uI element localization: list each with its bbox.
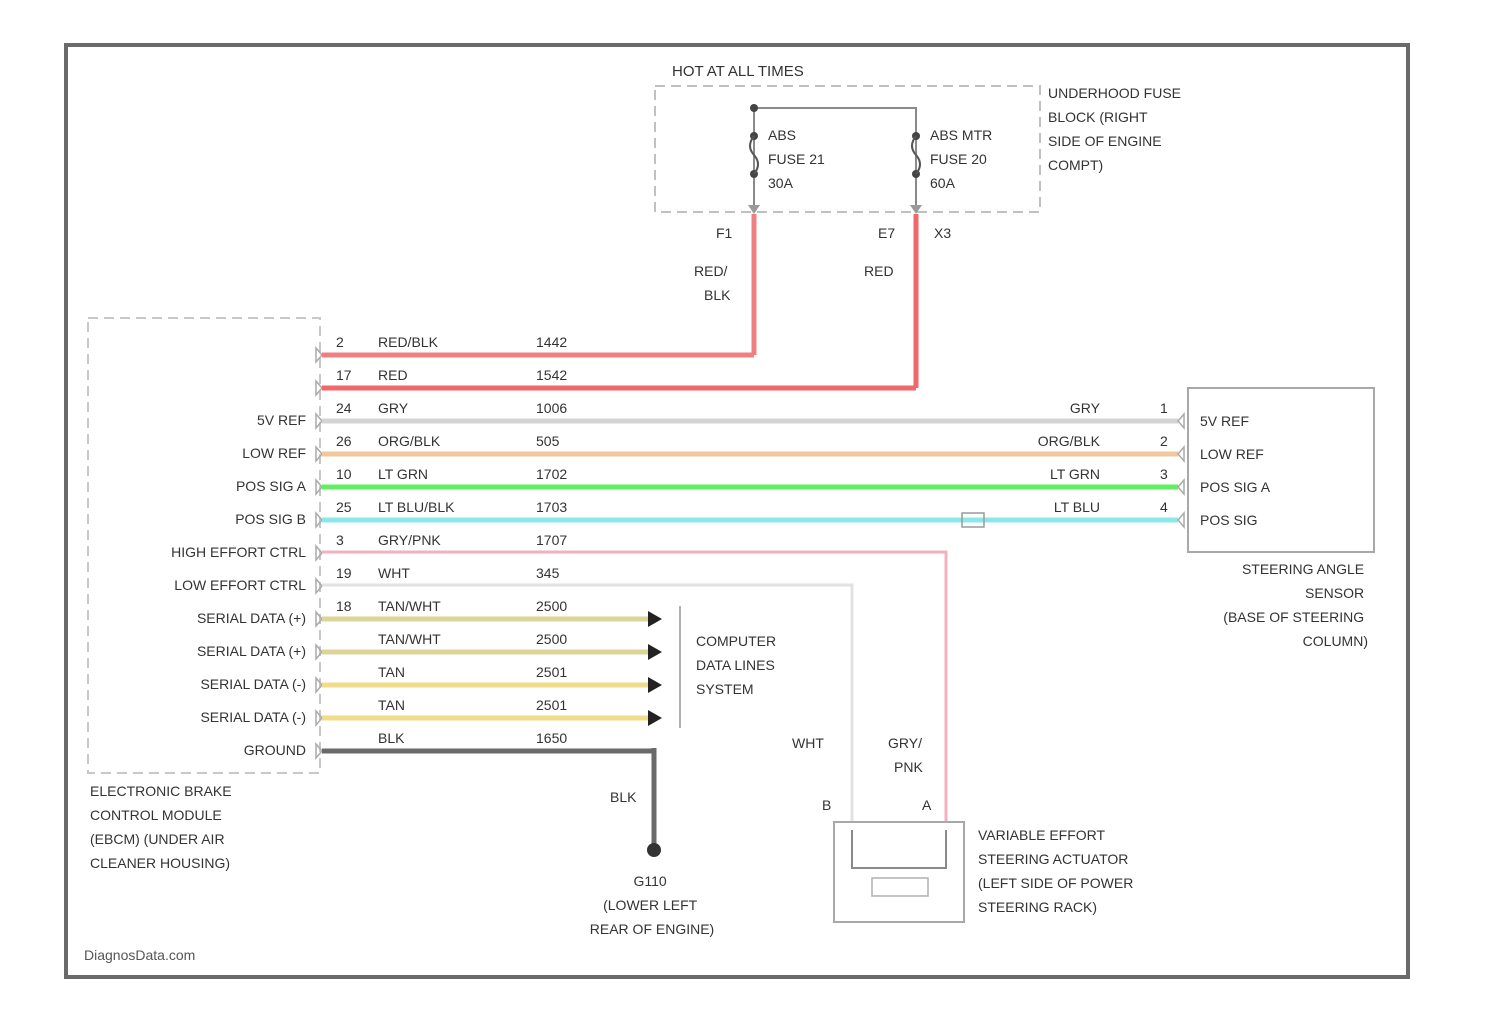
- sensor-pin-number: 4: [1160, 499, 1168, 515]
- ebcm-pin-label: SERIAL DATA (+): [197, 643, 306, 659]
- sensor-pin-number: 3: [1160, 466, 1168, 482]
- computer-data-lines-label: COMPUTER DATA LINES SYSTEM: [696, 633, 780, 697]
- sensor-wire-label: LT BLU: [1054, 499, 1100, 515]
- wire-color-label: LT GRN: [378, 466, 428, 482]
- sensor-pin-connector: [1178, 513, 1184, 527]
- fuse-block-outline: [655, 86, 1040, 212]
- wire-circuit-number: 1650: [536, 730, 567, 746]
- actuator-outline: [834, 822, 964, 922]
- ebcm-pin-label: POS SIG B: [235, 511, 306, 527]
- ebcm-pin-label: HIGH EFFORT CTRL: [171, 544, 306, 560]
- wire-color-label: TAN/WHT: [378, 631, 441, 647]
- feed-wire1-label: RED/ BLK: [694, 263, 731, 303]
- ground-wire-label: BLK: [610, 789, 637, 805]
- wire-circuit-number: 1707: [536, 532, 567, 548]
- arrow-icon: [648, 710, 662, 726]
- sensor-pin-connector: [1178, 414, 1184, 428]
- ebcm-pin-number: 25: [336, 499, 352, 515]
- wire-circuit-number: 2500: [536, 598, 567, 614]
- wire-circuit-number: 1542: [536, 367, 567, 383]
- sensor-wire-label: ORG/BLK: [1038, 433, 1101, 449]
- wire-circuit-number: 1006: [536, 400, 567, 416]
- steering-angle-sensor-title: STEERING ANGLE SENSOR (BASE OF STEERING …: [1223, 561, 1368, 649]
- sensor-pin-connector: [1178, 447, 1184, 461]
- wire-color-label: TAN/WHT: [378, 598, 441, 614]
- wire-circuit-number: 2501: [536, 664, 567, 680]
- fuse-20-label: ABS MTR FUSE 20 60A: [930, 127, 996, 191]
- sensor-wire-label: GRY: [1070, 400, 1101, 416]
- ebcm-pin-label: 5V REF: [257, 412, 306, 428]
- watermark: DiagnosData.com: [84, 947, 195, 963]
- sensor-pin-label: POS SIG A: [1200, 479, 1271, 495]
- actuator-solenoid: [872, 878, 928, 896]
- ground-terminal: [647, 843, 661, 857]
- fuse-terminal: [750, 104, 758, 112]
- sensor-wire-label: LT GRN: [1050, 466, 1100, 482]
- wire-color-label: BLK: [378, 730, 405, 746]
- ebcm-pin-label: SERIAL DATA (-): [200, 709, 306, 725]
- ebcm-pin-label: SERIAL DATA (+): [197, 610, 306, 626]
- wire-color-label: ORG/BLK: [378, 433, 441, 449]
- ebcm-pin-number: 26: [336, 433, 352, 449]
- ebcm-pin-label: GROUND: [244, 742, 306, 758]
- fuse-21-label: ABS FUSE 21 30A: [768, 127, 829, 191]
- sensor-pin-connector: [1178, 480, 1184, 494]
- arrow-icon: [648, 611, 662, 627]
- fuse-pin-e7: E7: [878, 225, 895, 241]
- sensor-pin-number: 1: [1160, 400, 1168, 416]
- wire-circuit-number: 1442: [536, 334, 567, 350]
- actuator-title: VARIABLE EFFORT STEERING ACTUATOR (LEFT …: [978, 827, 1137, 915]
- wire-circuit-number: 505: [536, 433, 560, 449]
- wire-color-label: GRY/PNK: [378, 532, 441, 548]
- actuator-pin-a: A: [922, 797, 932, 813]
- ebcm-pin-number: 19: [336, 565, 352, 581]
- wire-color-label: GRY: [378, 400, 409, 416]
- wire-circuit-number: 2501: [536, 697, 567, 713]
- arrow-icon: [648, 644, 662, 660]
- ebcm-pin-number: 3: [336, 532, 344, 548]
- ebcm-pin-label: POS SIG A: [236, 478, 307, 494]
- wire-circuit-number: 1702: [536, 466, 567, 482]
- fuse-connector-x3: X3: [934, 225, 951, 241]
- wire-circuit-number: 1703: [536, 499, 567, 515]
- ebcm-title: ELECTRONIC BRAKE CONTROL MODULE (EBCM) (…: [90, 783, 235, 871]
- sensor-pin-label: 5V REF: [1200, 413, 1249, 429]
- wire-circuit-number: 2500: [536, 631, 567, 647]
- ebcm-pin-number: 10: [336, 466, 352, 482]
- actuator-coil: [852, 830, 946, 868]
- hot-at-all-times-label: HOT AT ALL TIMES: [672, 63, 804, 80]
- ebcm-pin-number: 18: [336, 598, 352, 614]
- ebcm-pin-labels: 5V REF LOW REF POS SIG A POS SIG B HIGH EFFO…: [171, 412, 306, 758]
- ebcm-pin-number: 2: [336, 334, 344, 350]
- fuse-pin-f1: F1: [716, 225, 733, 241]
- wire-color-label: TAN: [378, 664, 405, 680]
- sensor-pin-number: 2: [1160, 433, 1168, 449]
- arrow-icon: [648, 677, 662, 693]
- actuator-wire-b-label: WHT: [792, 735, 824, 751]
- sensor-pin-label: POS SIG: [1200, 512, 1258, 528]
- wire-color-label: WHT: [378, 565, 410, 581]
- ebcm-pin-label: SERIAL DATA (-): [200, 676, 306, 692]
- ebcm-pin-number: 17: [336, 367, 352, 383]
- ebcm-pin-number: 24: [336, 400, 352, 416]
- sensor-pin-label: LOW REF: [1200, 446, 1264, 462]
- ground-g110-title: G110 (LOWER LEFT REAR OF ENGINE): [590, 873, 714, 937]
- wire-color-label: LT BLU/BLK: [378, 499, 455, 515]
- wire-circuit-number: 345: [536, 565, 560, 581]
- actuator-wire-a-label: GRY/ PNK: [888, 735, 926, 775]
- feed-wire2-label: RED: [864, 263, 894, 279]
- wire-color-label: RED/BLK: [378, 334, 439, 350]
- fuse-block-title: UNDERHOOD FUSE BLOCK (RIGHT SIDE OF ENGI…: [1048, 85, 1185, 173]
- ebcm-pin-label: LOW EFFORT CTRL: [174, 577, 306, 593]
- wire-color-label: TAN: [378, 697, 405, 713]
- wire-color-label: RED: [378, 367, 408, 383]
- actuator-pin-b: B: [822, 797, 831, 813]
- ebcm-pin-label: LOW REF: [242, 445, 306, 461]
